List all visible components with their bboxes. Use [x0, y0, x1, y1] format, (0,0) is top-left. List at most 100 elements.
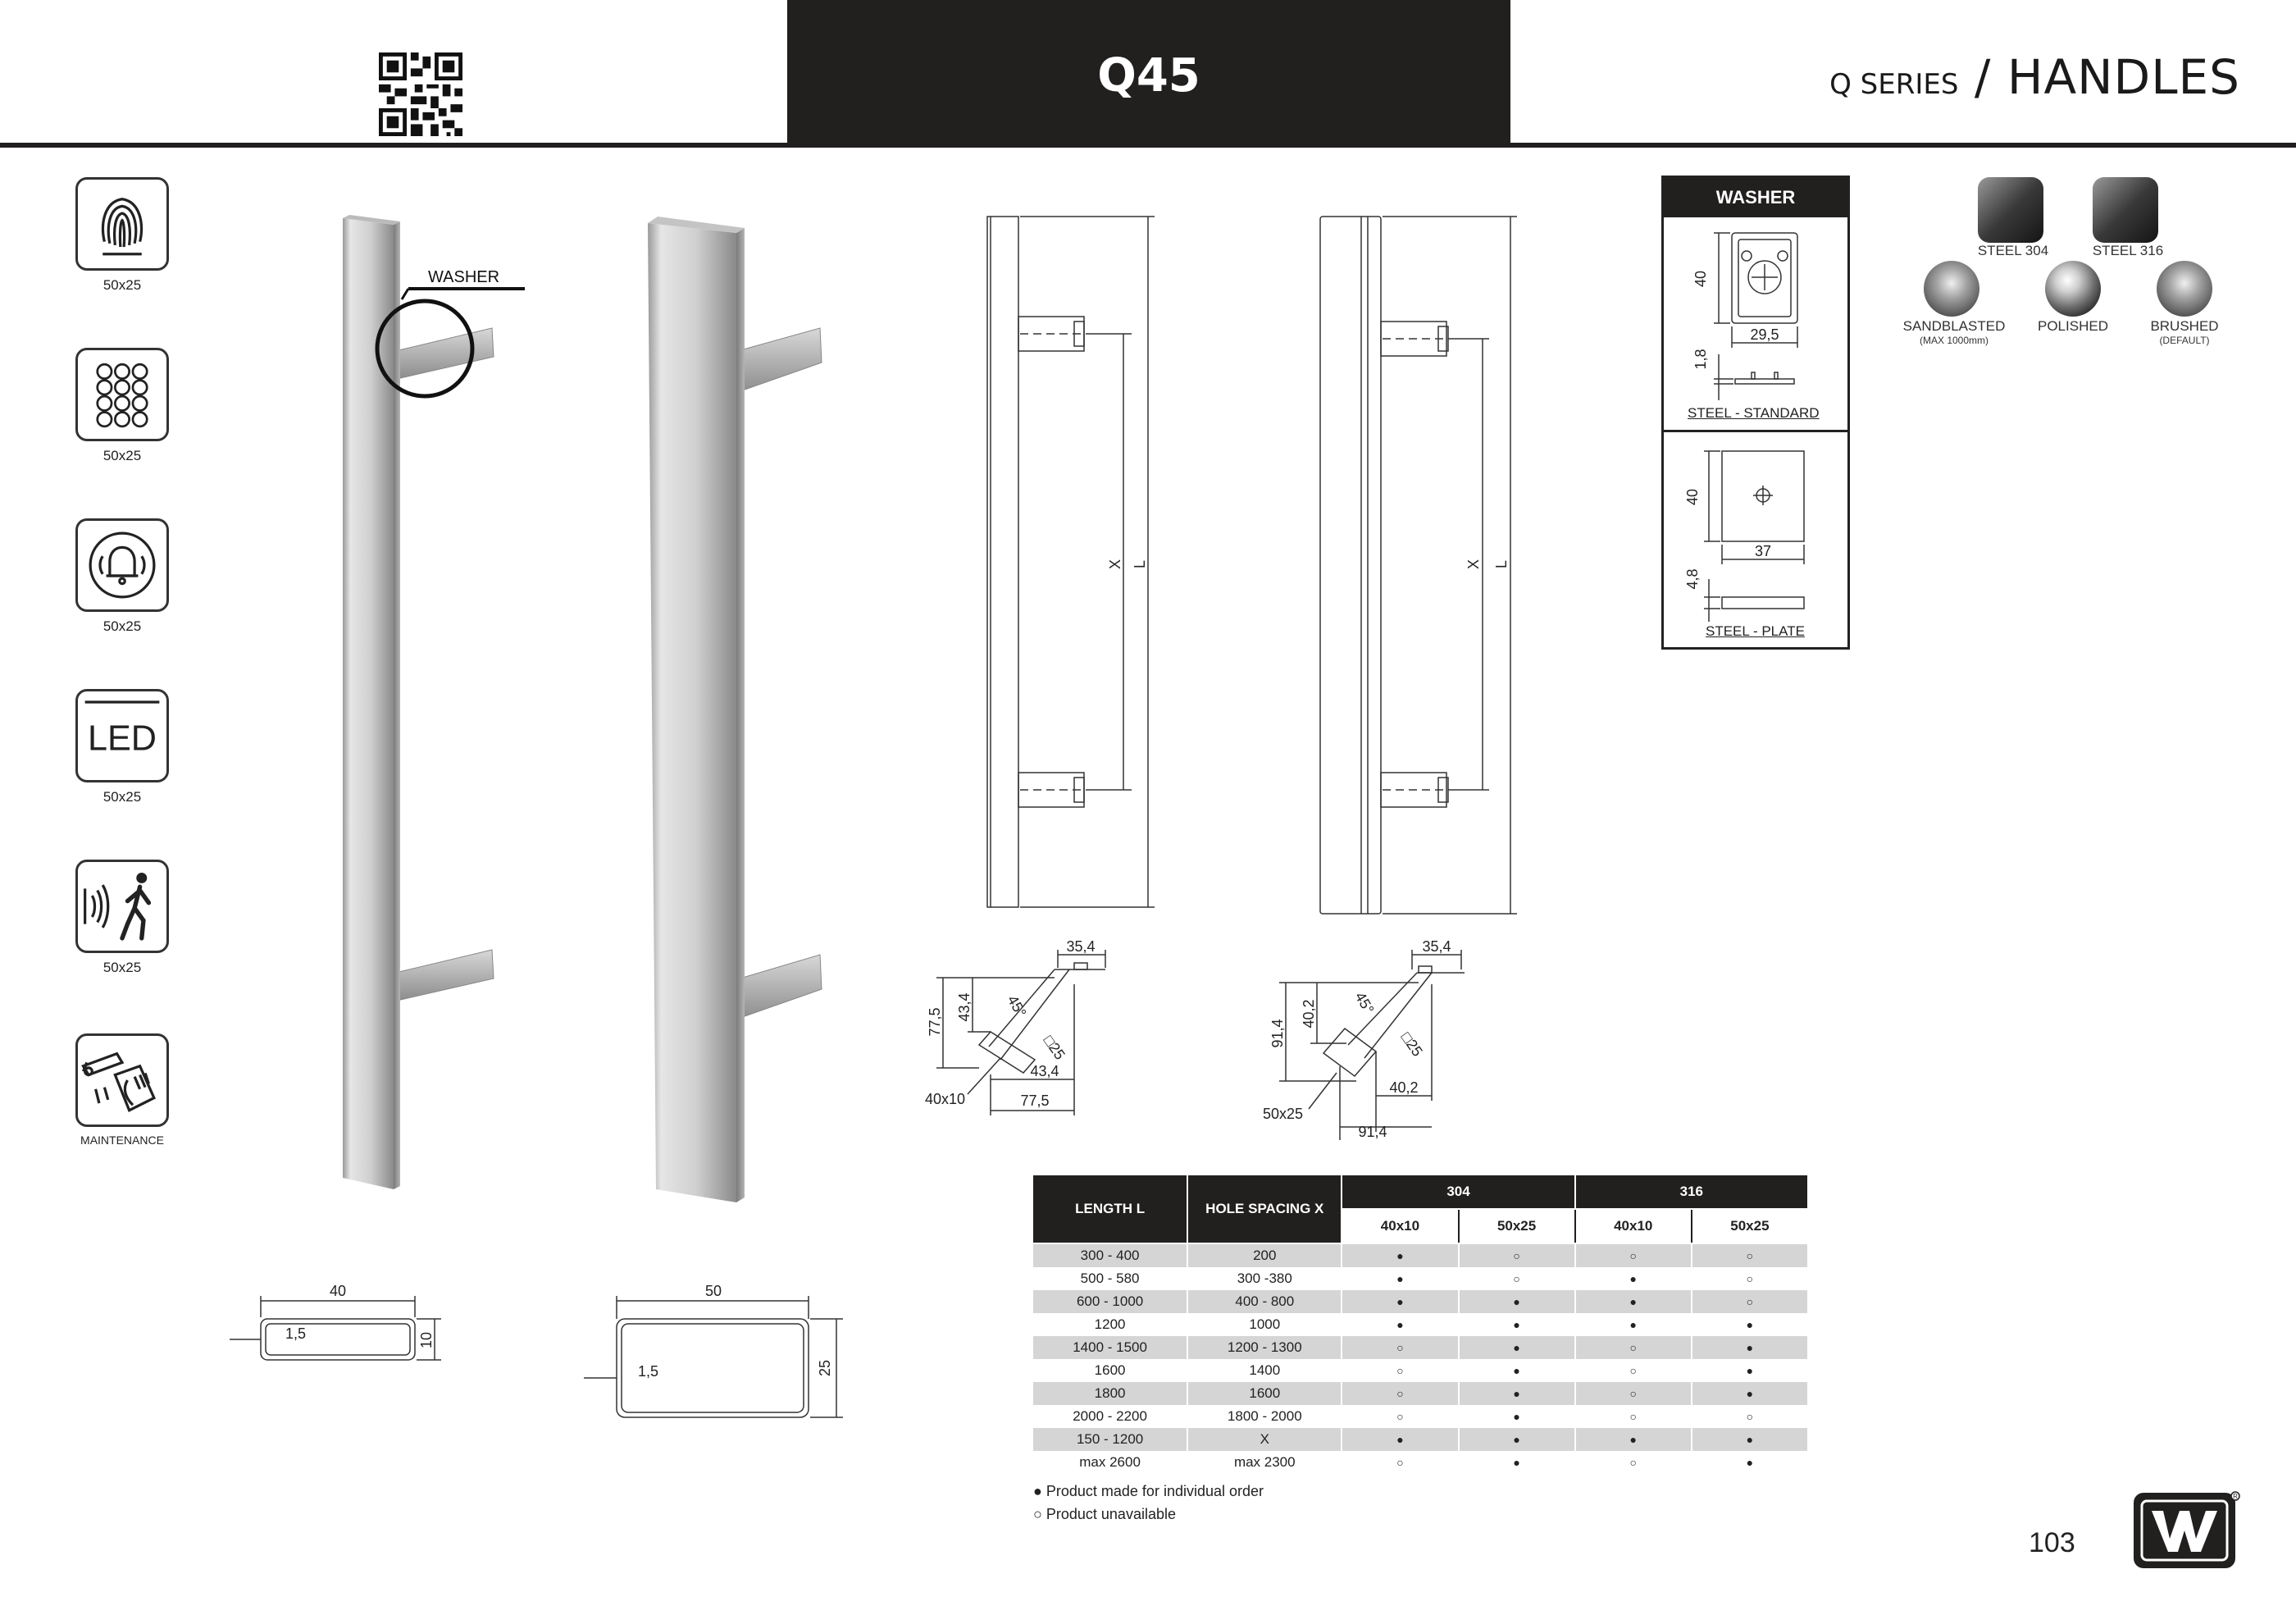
- cell-length: 1800: [1033, 1382, 1189, 1405]
- cell-length: 150 - 1200: [1033, 1428, 1189, 1451]
- cell-availability: ●: [1458, 1382, 1576, 1405]
- dim-top-square: □25: [1398, 1029, 1426, 1060]
- cell-length: 500 - 580: [1033, 1267, 1189, 1290]
- cell-length: 1400 - 1500: [1033, 1336, 1189, 1359]
- profile-wall: 1,5: [638, 1363, 658, 1380]
- dim-hole-spacing: X: [1465, 559, 1482, 569]
- cell-availability: ○: [1342, 1336, 1460, 1359]
- cell-availability: ●: [1458, 1313, 1576, 1336]
- keypad-icon: [75, 348, 169, 441]
- dim-top-e: 77,5: [1020, 1093, 1049, 1109]
- finish-brushed: BRUSHED: [2150, 318, 2219, 334]
- finish-sandblasted-note: (MAX 1000mm): [1919, 335, 1989, 346]
- side-view-40x10: X L: [986, 216, 1155, 908]
- dim-top-angle: 45°: [1352, 989, 1378, 1017]
- top-view-50x25: 35,4 40,2 91,4 40,2 91,4 45° □25 50x25: [1263, 938, 1465, 1140]
- cell-spacing: 300 -380: [1187, 1267, 1343, 1290]
- cell-availability: ○: [1342, 1451, 1460, 1474]
- cell-spacing: 1000: [1187, 1313, 1343, 1336]
- cell-availability: ●: [1691, 1313, 1810, 1336]
- washer-plate-height: 40: [1684, 489, 1701, 505]
- dim-top-square: □25: [1041, 1033, 1068, 1063]
- cell-availability: ○: [1691, 1405, 1810, 1428]
- col-length: LENGTH L: [1033, 1175, 1189, 1244]
- category-name: HANDLES: [2007, 49, 2240, 105]
- feature-label: 50x25: [102, 789, 142, 805]
- col-hole-spacing: HOLE SPACING X: [1187, 1175, 1343, 1244]
- cell-availability: ○: [1458, 1243, 1576, 1267]
- cell-availability: ●: [1691, 1336, 1810, 1359]
- washer-plate-thickness: 4,8: [1684, 568, 1701, 589]
- cell-length: 300 - 400: [1033, 1243, 1189, 1267]
- cell-availability: ●: [1342, 1267, 1460, 1290]
- cell-length: 1600: [1033, 1359, 1189, 1382]
- cell-length: 1200: [1033, 1313, 1189, 1336]
- col-group-304: 304: [1342, 1175, 1576, 1210]
- washer-std-height: 40: [1692, 271, 1709, 287]
- cell-availability: ○: [1574, 1382, 1692, 1405]
- profile-width: 50: [705, 1283, 722, 1299]
- cell-spacing: 200: [1187, 1243, 1343, 1267]
- cell-spacing: 1400: [1187, 1359, 1343, 1382]
- cell-availability: ●: [1574, 1428, 1692, 1451]
- cell-spacing: 1200 - 1300: [1187, 1336, 1343, 1359]
- feature-label: 50x25: [102, 277, 142, 293]
- dim-top-b: 40,2: [1301, 999, 1317, 1028]
- cell-availability: ●: [1691, 1359, 1810, 1382]
- cell-availability: ○: [1691, 1243, 1810, 1267]
- dim-hole-spacing: X: [1107, 559, 1123, 569]
- washer-standard-drawing: 40 29,5 1,8: [1692, 232, 1798, 400]
- washer-plate-drawing: 40 37 4,8: [1684, 450, 1805, 622]
- cell-availability: ●: [1458, 1336, 1576, 1359]
- washer-panel: [1661, 176, 1850, 650]
- brand-logo-icon: R: [2134, 1491, 2240, 1568]
- cell-availability: ●: [1691, 1382, 1810, 1405]
- col-316-50x25: 50x25: [1691, 1209, 1810, 1244]
- finish-polished: POLISHED: [2038, 318, 2108, 334]
- feature-label: 50x25: [102, 448, 142, 463]
- dim-top-d: 40,2: [1389, 1079, 1418, 1096]
- cell-availability: ○: [1342, 1359, 1460, 1382]
- cell-availability: ○: [1458, 1267, 1576, 1290]
- cell-availability: ●: [1574, 1267, 1692, 1290]
- maintenance-icon: [75, 1033, 169, 1127]
- header-divider: [0, 143, 2296, 148]
- cell-availability: ●: [1458, 1451, 1576, 1474]
- page-title: Q45: [1097, 49, 1200, 103]
- dim-top-e: 91,4: [1358, 1124, 1387, 1140]
- cell-availability: ●: [1342, 1313, 1460, 1336]
- fingerprint-icon: [75, 177, 169, 271]
- cell-availability: ○: [1574, 1359, 1692, 1382]
- cell-availability: ●: [1458, 1359, 1576, 1382]
- brushed-swatch: [2157, 261, 2212, 317]
- side-view-50x25: X L: [1319, 216, 1517, 915]
- led-icon: LED: [75, 689, 169, 782]
- cell-availability: ○: [1342, 1382, 1460, 1405]
- polished-swatch: [2045, 261, 2101, 317]
- steel-304-swatch: [1978, 177, 2043, 243]
- handle-render-40x10: WASHER: [343, 215, 525, 1189]
- cell-spacing: max 2300: [1187, 1451, 1343, 1474]
- cell-availability: ●: [1458, 1405, 1576, 1428]
- cell-length: 600 - 1000: [1033, 1290, 1189, 1313]
- dim-top-a: 35,4: [1422, 938, 1451, 955]
- washer-plate-width: 37: [1755, 543, 1771, 559]
- cell-availability: ●: [1342, 1428, 1460, 1451]
- dim-length: L: [1132, 560, 1148, 568]
- cell-availability: ●: [1691, 1451, 1810, 1474]
- series-separator: /: [1958, 49, 2007, 105]
- legend-unavailable: ○ Product unavailable: [1033, 1506, 1176, 1522]
- cell-availability: ●: [1691, 1428, 1810, 1451]
- finish-sandblasted: SANDBLASTED: [1902, 318, 2006, 334]
- washer-std-caption: STEEL - STANDARD: [1688, 405, 1820, 421]
- cell-availability: ○: [1574, 1243, 1692, 1267]
- washer-plate-caption: STEEL - PLATE: [1706, 623, 1805, 639]
- cell-availability: ○: [1574, 1451, 1692, 1474]
- profile-wall: 1,5: [285, 1325, 306, 1342]
